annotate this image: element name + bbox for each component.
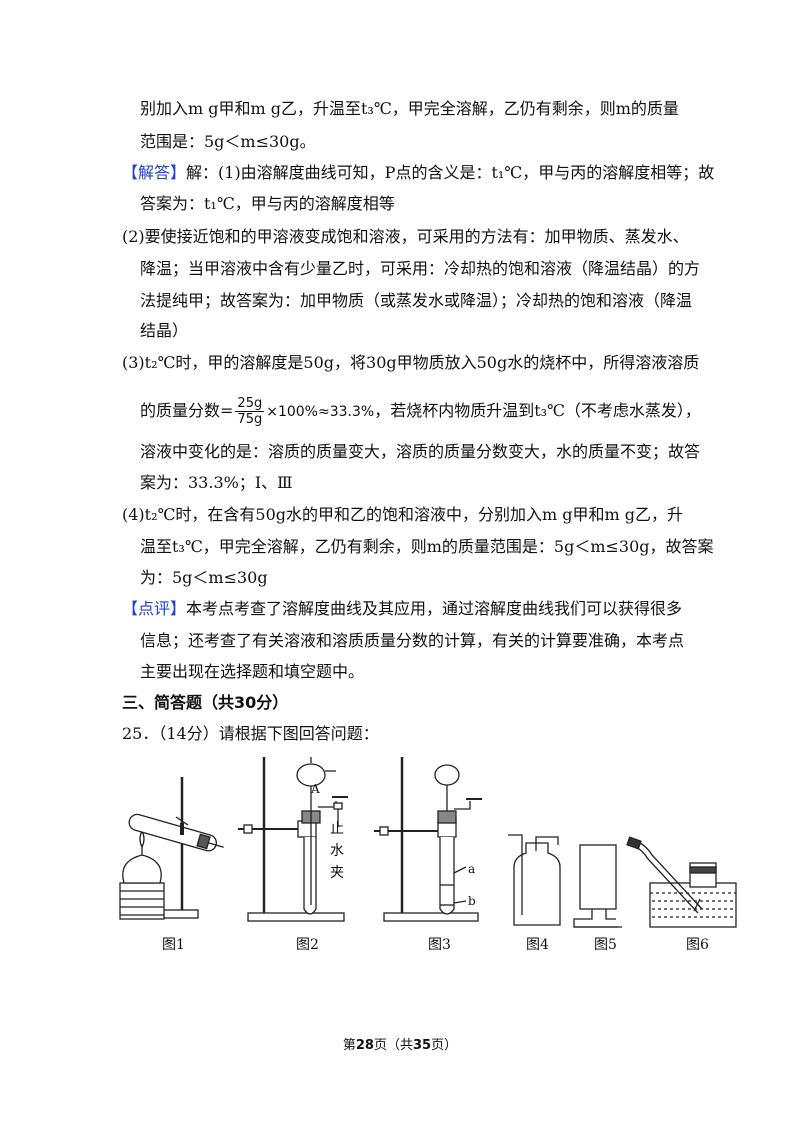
figure-4-gas-bottle (508, 834, 561, 926)
footer-page-number: 28 (355, 1038, 374, 1053)
figure-5-apparatus (573, 844, 622, 928)
figure-6-water-trough (626, 836, 737, 928)
question-25: 25．（14分）请根据下图回答问题： (122, 724, 379, 743)
answer-line-11: (4)t₂℃时，在含有50g水的甲和乙的饱和溶液中，分别加入m g甲和m g乙，… (122, 505, 684, 524)
figure-1-label: 图1 (162, 937, 185, 953)
mass-fraction-label: 的质量分数= (140, 401, 234, 420)
figure-2-apparatus (238, 757, 348, 922)
answer-line-2: 答案为：t₁℃，甲与丙的溶解度相等 (140, 194, 395, 213)
fraction-result: ×100%≈33.3% (266, 404, 375, 420)
figure-6-label: 图6 (686, 937, 709, 953)
footer-suffix: 页） (431, 1038, 458, 1053)
answer-line-7: (3)t₂℃时，甲的溶解度是50g，将30g甲物质放入50g水的烧杯中，所得溶液… (122, 353, 700, 372)
footer-prefix: 第 (342, 1038, 356, 1053)
text-line-2: 范围是：5g＜m≤30g。 (140, 132, 316, 151)
label-b: b (468, 894, 476, 908)
comment-tag: 【点评】 (122, 599, 187, 618)
answer-line-3: (2)要使接近饱和的甲溶液变成饱和溶液，可采用的方法有：加甲物质、蒸发水、 (122, 227, 689, 246)
answer-line-10: 案为：33.3%；Ⅰ、Ⅲ (140, 473, 293, 492)
clamp-char-3: 夹 (330, 865, 344, 881)
answer-line-4: 降温；当甲溶液中含有少量乙时，可采用：冷却热的饱和溶液（降温结晶）的方 (140, 259, 701, 278)
figure-4-label: 图4 (526, 937, 549, 953)
answer-text-8b: ，若烧杯内物质升温到t₃℃（不考虑水蒸发）， (374, 401, 701, 420)
apparatus-figure: A 止 水 夹 a b 图1 图2 图3 图4 图5 图6 (119, 757, 737, 953)
figure-1-heating-apparatus (119, 777, 224, 920)
figure-3-apparatus (374, 757, 482, 922)
answer-line-5: 法提纯甲；故答案为：加甲物质（或蒸发水或降温）；冷却热的饱和溶液（降温 (140, 291, 693, 310)
answer-line-9: 溶液中变化的是：溶质的质量变大，溶质的质量分数变大，水的质量不变；故答 (140, 442, 701, 461)
clamp-char-1: 止 (330, 821, 344, 837)
label-a-upper: A (310, 782, 320, 796)
comment-text-1: 本考点考查了溶解度曲线及其应用，通过溶解度曲线我们可以获得很多 (186, 599, 683, 618)
answer-text-1: 解：(1)由溶解度曲线可知，P点的含义是：t₁℃，甲与丙的溶解度相等；故 (186, 163, 715, 182)
answer-line-1: 【解答】解：(1)由溶解度曲线可知，P点的含义是：t₁℃，甲与丙的溶解度相等；故 (122, 162, 714, 184)
fraction-numerator: 25g (235, 396, 265, 412)
label-a: a (468, 862, 475, 876)
page-footer: 第28页（共35页） (0, 1034, 800, 1053)
comment-line-3: 主要出现在选择题和填空题中。 (140, 662, 365, 681)
section-heading: 三、简答题（共30分） (122, 693, 289, 712)
figure-3-label: 图3 (428, 937, 451, 953)
clamp-char-2: 水 (330, 843, 344, 859)
answer-line-12: 温至t₃℃，甲完全溶解，乙仍有剩余，则m的质量范围是：5g＜m≤30g，故答案 (140, 537, 714, 556)
answer-line-6: 结晶） (140, 321, 189, 340)
comment-line-2: 信息；还考查了有关溶液和溶质质量分数的计算，有关的计算要准确，本考点 (140, 631, 685, 650)
figure-2-label: 图2 (296, 937, 319, 953)
answer-tag: 【解答】 (122, 163, 187, 182)
footer-mid: 页（共 (373, 1038, 413, 1053)
answer-line-13: 为：5g＜m≤30g (140, 568, 268, 587)
comment-line-1: 【点评】本考点考查了溶解度曲线及其应用，通过溶解度曲线我们可以获得很多 (122, 598, 682, 620)
figure-5-label: 图5 (594, 937, 617, 953)
fraction-denominator: 75g (237, 412, 263, 427)
text-line-1: 别加入m g甲和m g乙，升温至t₃℃，甲完全溶解，乙仍有剩余，则m的质量 (140, 99, 679, 118)
footer-total-pages: 35 (413, 1038, 432, 1053)
